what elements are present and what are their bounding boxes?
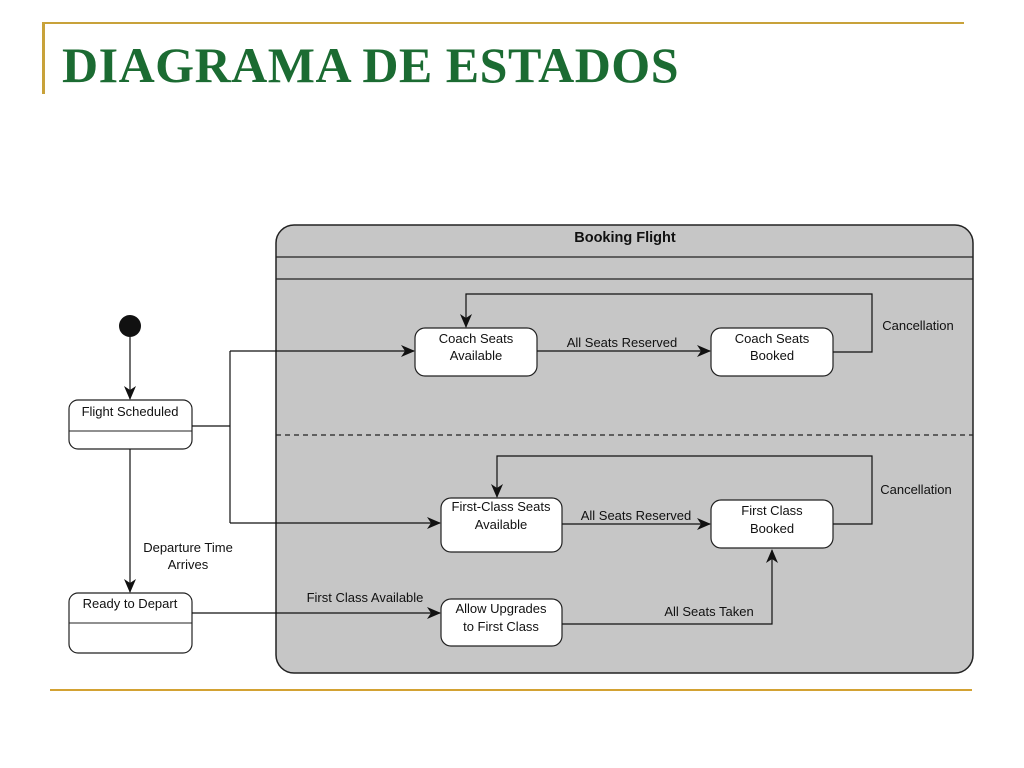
state-label-line1: First Class: [741, 503, 803, 518]
composite-booking-flight: Booking Flight: [275, 224, 974, 674]
state-label: Ready to Depart: [83, 596, 178, 611]
composite-box: [275, 224, 974, 674]
state-label-line2: Available: [475, 517, 528, 532]
state-label-line2: Booked: [750, 521, 794, 536]
title-left-rule: [42, 22, 45, 94]
transition-all-seats-taken: [562, 549, 778, 625]
initial-state: [119, 315, 141, 337]
state-coach-booked: Coach Seats Booked: [710, 327, 834, 377]
transition-coach-cancellation: [460, 293, 873, 353]
transition-label-departure-1: Departure Time: [143, 540, 233, 555]
composite-title: Booking Flight: [574, 230, 676, 246]
transition-label-first-class-available: First Class Available: [307, 590, 424, 605]
transition-first-cancellation: [491, 455, 873, 525]
state-first-class-booked: First Class Booked: [710, 499, 834, 549]
transition-label-first-cancellation: Cancellation: [880, 482, 952, 497]
state-label-line1: Allow Upgrades: [455, 601, 547, 616]
state-label-line2: Booked: [750, 348, 794, 363]
state-label-line1: Coach Seats: [439, 331, 514, 346]
transition-label-coach-reserved: All Seats Reserved: [567, 335, 678, 350]
page-title: DIAGRAMA DE ESTADOS: [62, 37, 679, 93]
state-label-line2: to First Class: [463, 619, 539, 634]
state-flight-scheduled: Flight Scheduled: [68, 399, 193, 450]
transition-label-first-reserved: All Seats Reserved: [581, 508, 692, 523]
state-label-line1: First-Class Seats: [452, 499, 551, 514]
state-label-line2: Available: [450, 348, 503, 363]
state-first-class-available: First-Class Seats Available: [440, 497, 563, 553]
state-label-line1: Coach Seats: [735, 331, 810, 346]
state-coach-available: Coach Seats Available: [414, 327, 538, 377]
bottom-rule: [50, 689, 972, 691]
transition-label-departure-2: Arrives: [168, 557, 209, 572]
state-allow-upgrades: Allow Upgrades to First Class: [440, 598, 563, 647]
state-ready-to-depart: Ready to Depart: [68, 592, 193, 654]
title-top-rule: [42, 22, 964, 24]
state-label: Flight Scheduled: [82, 404, 179, 419]
transition-label-coach-cancellation: Cancellation: [882, 318, 954, 333]
transition-label-all-seats-taken: All Seats Taken: [664, 604, 753, 619]
